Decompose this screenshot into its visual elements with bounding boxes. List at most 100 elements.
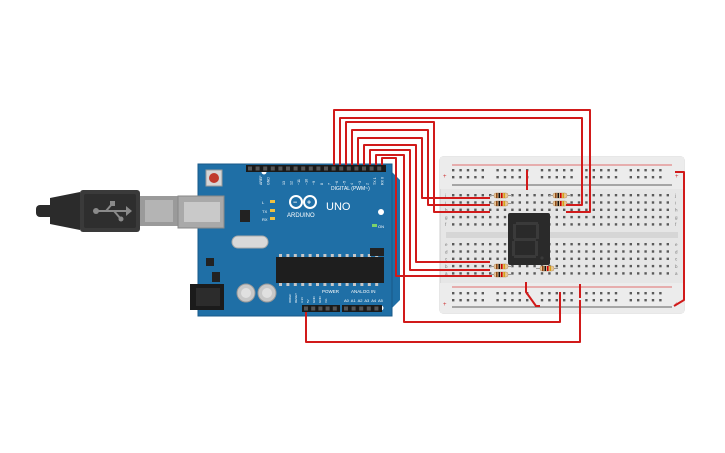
breadboard-hole[interactable] [577,264,581,268]
breadboard-hole[interactable] [563,208,566,211]
breadboard-hole[interactable] [563,264,566,268]
breadboard-hole[interactable] [511,176,514,179]
breadboard-hole[interactable] [503,257,507,260]
breadboard-hole[interactable] [548,272,551,275]
breadboard-hole[interactable] [659,223,662,226]
breadboard-hole[interactable] [496,215,499,219]
header-pin-hole[interactable] [331,166,336,171]
jumper-wire[interactable] [357,137,490,199]
breadboard-hole[interactable] [474,176,477,179]
breadboard-hole[interactable] [577,257,581,260]
breadboard-hole[interactable] [600,299,603,302]
breadboard-hole[interactable] [466,169,470,172]
breadboard-hole[interactable] [533,208,536,211]
breadboard-hole[interactable] [607,208,610,211]
breadboard-hole[interactable] [585,169,588,172]
resistor[interactable] [549,200,571,207]
breadboard-hole[interactable] [489,201,492,204]
breadboard-hole[interactable] [637,257,640,260]
breadboard-hole[interactable] [459,201,462,204]
breadboard-hole[interactable] [577,194,581,197]
breadboard-hole[interactable] [637,215,640,219]
breadboard-hole[interactable] [555,264,558,268]
breadboard-hole[interactable] [659,272,662,275]
breadboard-hole[interactable] [570,201,573,204]
breadboard-hole[interactable] [607,292,610,295]
breadboard-hole[interactable] [518,292,521,295]
breadboard-hole[interactable] [592,272,595,275]
breadboard-hole[interactable] [637,250,640,253]
jumper-wire[interactable] [363,144,490,263]
breadboard-hole[interactable] [614,264,618,268]
resistor[interactable] [490,192,512,199]
breadboard-hole[interactable] [533,201,536,204]
breadboard-hole[interactable] [622,272,625,275]
jumper-wire[interactable] [339,117,583,206]
breadboard-hole[interactable] [459,215,462,219]
breadboard-hole[interactable] [666,223,669,226]
breadboard-hole[interactable] [503,176,507,179]
breadboard-hole[interactable] [600,257,603,260]
breadboard-hole[interactable] [644,194,647,197]
breadboard-hole[interactable] [555,215,558,219]
breadboard-hole[interactable] [563,215,566,219]
breadboard-hole[interactable] [466,272,470,275]
breadboard-hole[interactable] [637,176,640,179]
breadboard-hole[interactable] [570,223,573,226]
breadboard-hole[interactable] [659,201,662,204]
breadboard-hole[interactable] [481,243,484,246]
breadboard-hole[interactable] [452,208,455,211]
jumper-wire[interactable] [351,129,490,206]
breadboard-hole[interactable] [452,194,455,197]
breadboard-hole[interactable] [570,243,573,246]
breadboard-hole[interactable] [533,194,536,197]
breadboard-hole[interactable] [466,257,470,260]
breadboard-hole[interactable] [622,223,625,226]
breadboard-hole[interactable] [548,176,551,179]
breadboard-hole[interactable] [526,208,529,211]
breadboard-hole[interactable] [651,176,655,179]
breadboard-hole[interactable] [592,169,595,172]
breadboard-hole[interactable] [651,292,655,295]
breadboard-hole[interactable] [651,215,655,219]
breadboard-hole[interactable] [614,243,618,246]
resistor[interactable] [536,265,558,272]
breadboard-hole[interactable] [540,208,544,211]
breadboard-hole[interactable] [629,201,632,204]
breadboard-hole[interactable] [651,250,655,253]
breadboard-hole[interactable] [474,243,477,246]
breadboard-hole[interactable] [592,223,595,226]
breadboard-hole[interactable] [592,299,595,302]
breadboard-hole[interactable] [644,264,647,268]
breadboard-hole[interactable] [651,257,655,260]
breadboard-hole[interactable] [459,272,462,275]
breadboard-hole[interactable] [481,264,484,268]
breadboard-hole[interactable] [644,272,647,275]
breadboard-hole[interactable] [570,208,573,211]
breadboard-hole[interactable] [666,272,669,275]
breadboard-hole[interactable] [614,272,618,275]
breadboard-hole[interactable] [629,264,632,268]
breadboard-hole[interactable] [533,272,536,275]
breadboard-hole[interactable] [651,201,655,204]
breadboard-hole[interactable] [481,176,484,179]
breadboard-hole[interactable] [466,201,470,204]
breadboard-hole[interactable] [600,223,603,226]
header-pin-hole[interactable] [293,166,298,171]
breadboard-hole[interactable] [466,264,470,268]
header-pin-hole[interactable] [311,306,316,311]
breadboard-hole[interactable] [533,264,536,268]
breadboard-hole[interactable] [600,215,603,219]
breadboard-hole[interactable] [489,257,492,260]
breadboard-hole[interactable] [518,201,521,204]
breadboard-hole[interactable] [622,215,625,219]
breadboard-hole[interactable] [570,264,573,268]
breadboard-hole[interactable] [585,223,588,226]
breadboard-hole[interactable] [526,194,529,197]
header-pin-hole[interactable] [263,166,268,171]
breadboard-hole[interactable] [577,208,581,211]
header-pin-hole[interactable] [374,306,379,311]
breadboard-hole[interactable] [644,215,647,219]
breadboard-hole[interactable] [511,201,514,204]
breadboard-hole[interactable] [607,299,610,302]
